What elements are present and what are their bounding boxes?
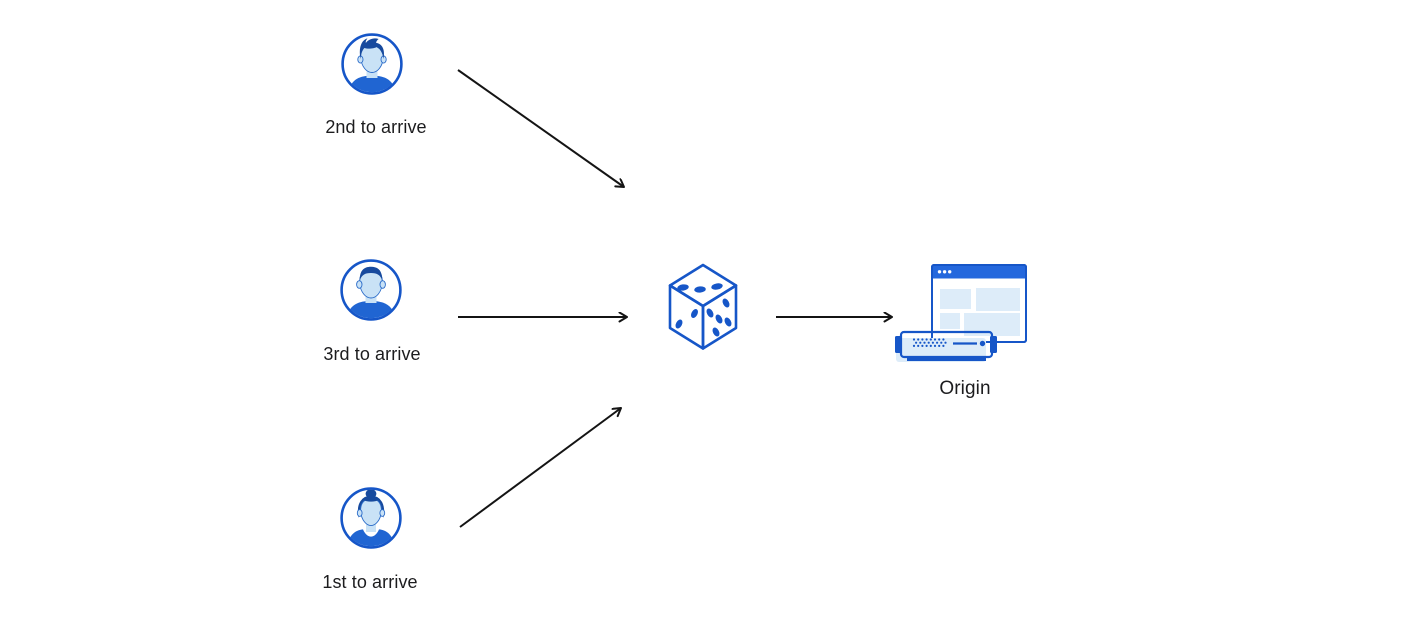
browser-window-icon: [931, 264, 1027, 343]
node-label-origin: Origin: [939, 378, 991, 399]
male-user-avatar-icon: [340, 259, 402, 321]
server-icon: [895, 330, 997, 362]
dice-icon: [668, 263, 738, 350]
browser-dots-icon: [937, 270, 952, 274]
node-label-user-middle: 3rd to arrive: [323, 344, 421, 364]
male-user-avatar-icon: [341, 33, 403, 95]
node-label-user-top: 2nd to arrive: [325, 117, 427, 137]
node-user-bottom: 1st to arrive: [322, 486, 418, 592]
node-origin: Origin: [885, 264, 1065, 404]
node-user-top: 2nd to arrive: [325, 32, 427, 137]
node-user-middle: 3rd to arrive: [323, 258, 421, 364]
edge-user-top-to-randomizer: [457, 69, 624, 187]
node-randomizer: [667, 262, 739, 359]
female-user-avatar-icon: [340, 487, 402, 549]
edge-user-bottom-to-randomizer: [459, 408, 621, 528]
node-label-user-bottom: 1st to arrive: [322, 572, 418, 592]
server-vent-dots-icon: [912, 338, 947, 347]
